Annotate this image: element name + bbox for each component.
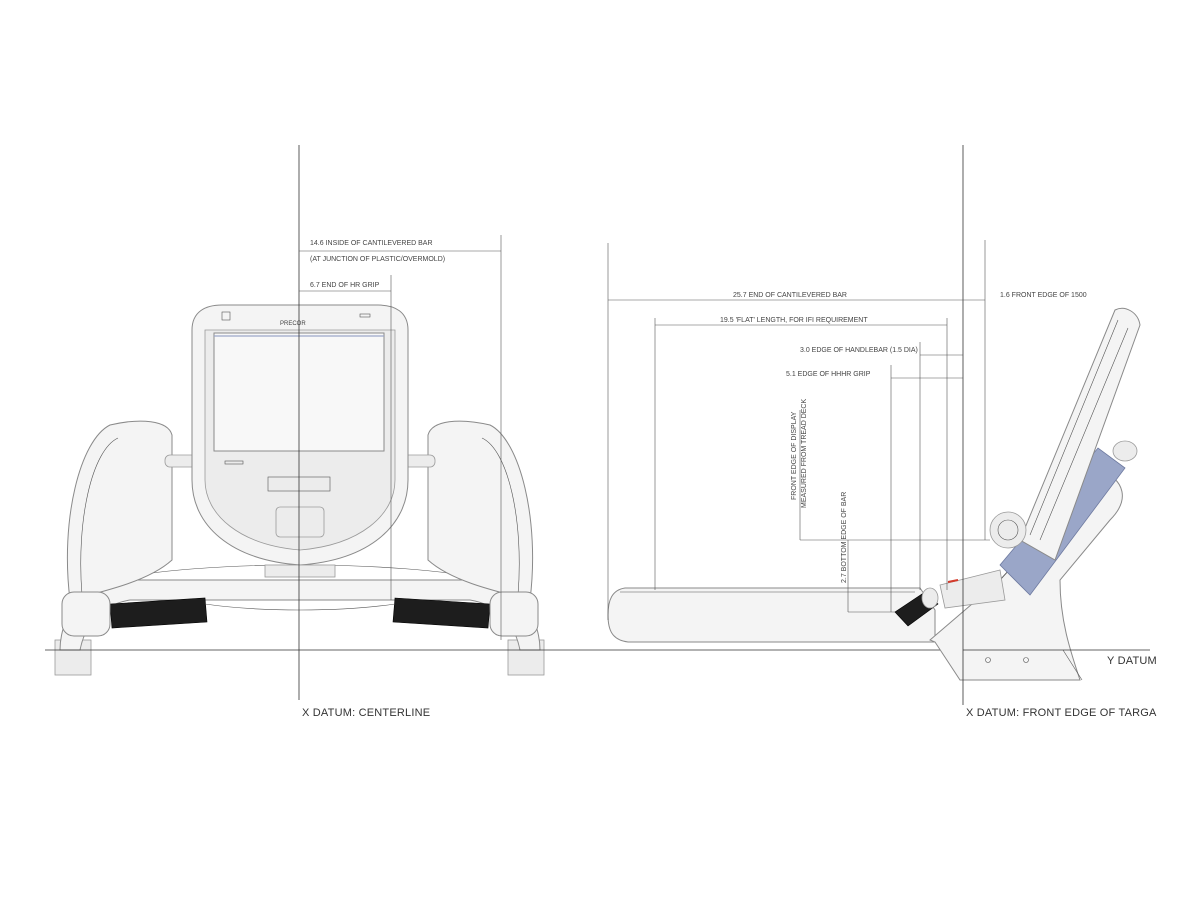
right-hr-grip	[392, 597, 491, 629]
x-datum-targa-label: X DATUM: FRONT EDGE OF TARGA	[966, 707, 1157, 719]
dim-end-cantilevered-bar: 25.7 END OF CANTILEVERED BAR	[733, 292, 847, 299]
dim-front-edge-display-line1: FRONT EDGE OF DISPLAY	[791, 411, 798, 500]
y-datum-label: Y DATUM	[1107, 655, 1157, 667]
brand-mark: PRECOR	[280, 321, 306, 327]
side-view-console	[607, 307, 1141, 681]
dim-front-edge-1500: 1.6 FRONT EDGE OF 1500	[1000, 292, 1087, 299]
dim-edge-handlebar: 3.0 EDGE OF HANDLEBAR (1.5 DIA)	[800, 347, 918, 354]
front-view-console: PRECOR	[54, 304, 545, 676]
dim-inside-cantilevered-bar: 14.6 INSIDE OF CANTILEVERED BAR	[310, 240, 433, 247]
dim-end-hr-grip: 6.7 END OF HR GRIP	[310, 282, 380, 289]
dim-front-edge-display-line2: MEASURED FROM TREAD DECK	[801, 399, 808, 508]
x-datum-centerline-label: X DATUM: CENTERLINE	[302, 707, 430, 719]
dim-bottom-edge-bar: 2.7 BOTTOM EDGE OF BAR	[841, 492, 848, 583]
dim-flat-length: 19.5 'FLAT' LENGTH, FOR IFI REQUIREMENT	[720, 317, 868, 324]
dim-inside-cantilevered-bar-note: (AT JUNCTION OF PLASTIC/OVERMOLD)	[310, 256, 445, 263]
left-hr-grip	[109, 597, 208, 629]
dim-edge-hhhr-grip: 5.1 EDGE OF HHHR GRIP	[786, 371, 871, 378]
red-accent	[947, 579, 959, 583]
